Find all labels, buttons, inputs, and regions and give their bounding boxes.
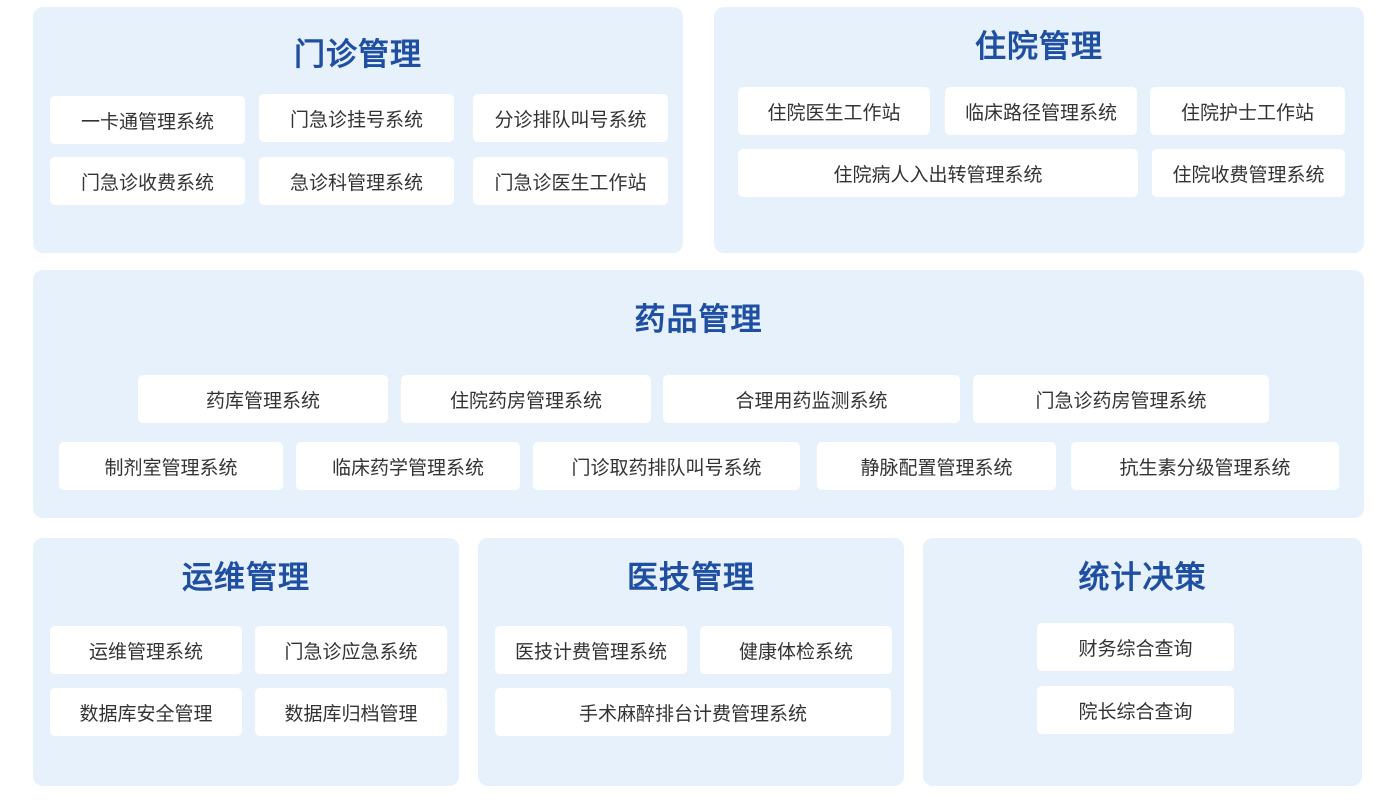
module-chip[interactable]: 临床药学管理系统 (296, 442, 520, 490)
panel-operations: 运维管理 运维管理系统 门急诊应急系统 数据库安全管理 数据库归档管理 (33, 538, 459, 786)
module-chip[interactable]: 分诊排队叫号系统 (473, 94, 668, 142)
module-chip[interactable]: 药库管理系统 (138, 375, 388, 423)
module-chip[interactable]: 门急诊挂号系统 (259, 94, 454, 142)
module-chip[interactable]: 住院收费管理系统 (1152, 149, 1345, 197)
panel-title-medtech: 医技管理 (627, 560, 755, 596)
module-chip[interactable]: 数据库归档管理 (255, 688, 447, 736)
module-chip[interactable]: 住院医生工作站 (738, 87, 930, 135)
panel-medtech: 医技管理 医技计费管理系统 健康体检系统 手术麻醉排台计费管理系统 (478, 538, 904, 786)
module-chip[interactable]: 财务综合查询 (1037, 623, 1234, 671)
module-chip[interactable]: 手术麻醉排台计费管理系统 (495, 688, 891, 736)
panel-statistics: 统计决策 财务综合查询 院长综合查询 (923, 538, 1362, 786)
module-chip[interactable]: 数据库安全管理 (50, 688, 242, 736)
module-chip[interactable]: 静脉配置管理系统 (817, 442, 1056, 490)
module-chip[interactable]: 住院药房管理系统 (401, 375, 651, 423)
panel-title-pharmacy: 药品管理 (634, 302, 763, 338)
panel-outpatient: 门诊管理 一卡通管理系统 门急诊挂号系统 分诊排队叫号系统 门急诊收费系统 急诊… (33, 7, 683, 253)
module-chip[interactable]: 一卡通管理系统 (50, 96, 245, 144)
module-chip[interactable]: 门急诊医生工作站 (473, 157, 668, 205)
panel-pharmacy: 药品管理 药库管理系统 住院药房管理系统 合理用药监测系统 门急诊药房管理系统 … (33, 270, 1364, 518)
module-chip[interactable]: 临床路径管理系统 (945, 87, 1137, 135)
module-chip[interactable]: 医技计费管理系统 (495, 626, 687, 674)
panel-inpatient: 住院管理 住院医生工作站 临床路径管理系统 住院护士工作站 住院病人入出转管理系… (714, 7, 1364, 253)
module-chip[interactable]: 运维管理系统 (50, 626, 242, 674)
module-chip[interactable]: 门急诊收费系统 (50, 157, 245, 205)
module-chip[interactable]: 健康体检系统 (700, 626, 892, 674)
panel-title-outpatient: 门诊管理 (294, 37, 422, 73)
module-chip[interactable]: 门急诊药房管理系统 (973, 375, 1269, 423)
module-chip[interactable]: 急诊科管理系统 (259, 157, 454, 205)
module-chip[interactable]: 制剂室管理系统 (59, 442, 283, 490)
module-chip[interactable]: 住院病人入出转管理系统 (738, 149, 1138, 197)
panel-title-inpatient: 住院管理 (975, 29, 1103, 65)
module-chip[interactable]: 院长综合查询 (1037, 686, 1234, 734)
panel-title-operations: 运维管理 (182, 560, 310, 596)
module-chip[interactable]: 门诊取药排队叫号系统 (533, 442, 800, 490)
module-chip[interactable]: 门急诊应急系统 (255, 626, 447, 674)
module-chip[interactable]: 住院护士工作站 (1150, 87, 1345, 135)
module-chip[interactable]: 合理用药监测系统 (663, 375, 960, 423)
panel-title-statistics: 统计决策 (1078, 560, 1207, 596)
module-chip[interactable]: 抗生素分级管理系统 (1071, 442, 1339, 490)
